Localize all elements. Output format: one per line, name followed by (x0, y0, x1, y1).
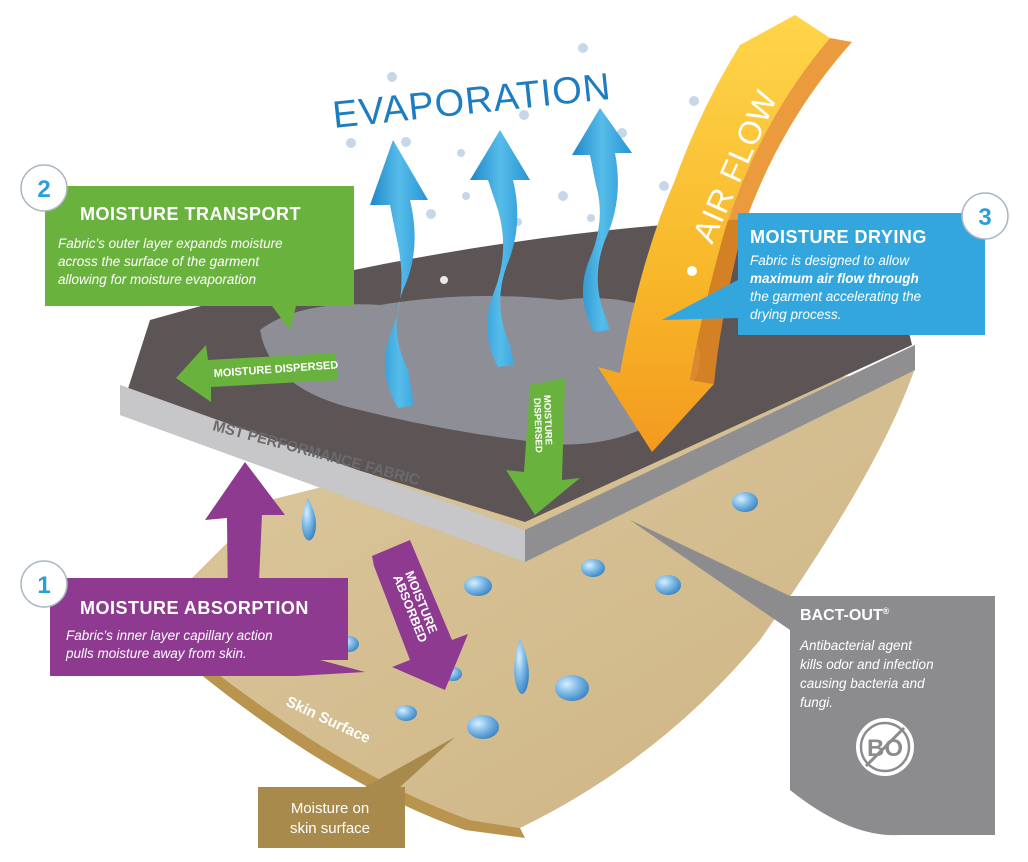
step-1-number: 1 (37, 572, 50, 599)
step-2-badge (20, 164, 68, 212)
step-3-line-2: maximum air flow through (750, 271, 919, 286)
step-2-number: 2 (37, 176, 50, 203)
bact-out-registered-mark: ® (883, 606, 890, 616)
skin-droplets (301, 492, 758, 739)
step-moisture-drying: 3 MOISTURE DRYING Fabric is designed to … (662, 192, 1009, 335)
step-2-line-2: across the surface of the garment (58, 254, 260, 269)
step-2-line-1: Fabric's outer layer expands moisture (58, 236, 283, 251)
bact-out-callout: BACT-OUT® Antibacterial agent kills odor… (630, 520, 995, 836)
vapor-dots (346, 43, 699, 300)
bact-out-title: BACT-OUT® (800, 606, 890, 624)
step-1-line-2: pulls moisture away from skin. (65, 646, 247, 661)
bact-out-line-1: Antibacterial agent (799, 638, 913, 653)
moisture-note-callout: Moisture on skin surface (258, 737, 455, 848)
evaporation-title: EVAPORATION (331, 66, 614, 137)
evaporation-arrows (370, 108, 632, 408)
moisture-patch (260, 296, 700, 445)
step-3-line-3: the garment accelerating the (750, 289, 921, 304)
step-3-line-4: drying process. (750, 307, 842, 322)
step-3-line-1: Fabric is designed to allow (750, 253, 910, 268)
moisture-dispersed-down-arrow: MOISTURE DISPERSED (506, 378, 580, 515)
moisture-dispersed-down-label-2: DISPERSED (531, 398, 544, 453)
step-moisture-transport: 2 MOISTURE TRANSPORT Fabric's outer laye… (20, 164, 354, 330)
step-1-badge (20, 560, 68, 608)
step-1-title: MOISTURE ABSORPTION (80, 598, 309, 618)
step-3-badge (961, 192, 1009, 240)
moisture-note-line-1: Moisture on (291, 800, 369, 817)
step-3-number: 3 (978, 204, 991, 231)
bact-out-line-2: kills odor and infection (800, 657, 934, 672)
step-moisture-absorption: 1 MOISTURE ABSORPTION Fabric's inner lay… (20, 560, 365, 676)
moisture-dispersed-down-label-1: MOISTURE (541, 395, 554, 445)
step-2-title: MOISTURE TRANSPORT (80, 204, 301, 224)
step-3-title: MOISTURE DRYING (750, 227, 927, 247)
moisture-note-line-2: skin surface (290, 820, 370, 837)
air-flow-dot (687, 266, 697, 276)
bact-out-line-3: causing bacteria and (800, 676, 925, 691)
moisture-dispersed-left-arrow: MOISTURE DISPERSED (176, 345, 339, 402)
bact-out-line-4: fungi. (800, 695, 833, 710)
step-2-line-3: allowing for moisture evaporation (58, 272, 256, 287)
bo-logo: BO (854, 716, 916, 778)
step-1-line-1: Fabric's inner layer capillary action (66, 628, 273, 643)
absorption-up-arrow (205, 462, 285, 610)
